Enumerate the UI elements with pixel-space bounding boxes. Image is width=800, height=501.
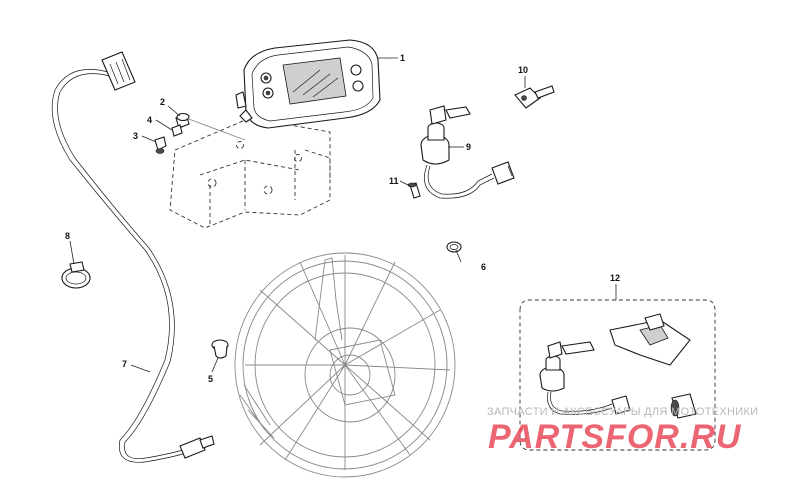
spacer-part-4 xyxy=(171,124,183,137)
callout-12: 12 xyxy=(610,273,620,283)
callout-9: 9 xyxy=(466,142,471,152)
watermark-tagline: ЗАПЧАСТИ И АКСЕССУАРЫ ДЛЯ МОТОТЕХНИКИ xyxy=(487,406,759,418)
cable-clamp-part-8 xyxy=(61,261,91,289)
callout-3: 3 xyxy=(133,131,138,141)
callout-labels: 1 2 3 4 5 6 7 8 9 10 11 12 xyxy=(65,53,620,384)
screw-part-3 xyxy=(154,136,167,154)
callout-5: 5 xyxy=(208,374,213,384)
speed-sensor-cable-part-7 xyxy=(51,51,215,463)
callout-1: 1 xyxy=(400,53,405,63)
key-part-10 xyxy=(514,85,555,109)
grommet-part-5 xyxy=(211,339,229,359)
watermark-logo: PARTSFOR.RU xyxy=(488,418,742,456)
callout-11: 11 xyxy=(389,176,399,186)
ignition-switch-part-9 xyxy=(420,105,515,199)
callout-4: 4 xyxy=(147,115,152,125)
grommet-part-2 xyxy=(175,112,190,129)
frame-bracket-outline xyxy=(169,117,331,229)
callout-10: 10 xyxy=(518,65,528,75)
callout-6: 6 xyxy=(481,262,486,272)
ignition-kit-part-12 xyxy=(519,299,716,451)
callout-8: 8 xyxy=(65,231,70,241)
callout-2: 2 xyxy=(160,97,165,107)
clip-ring-part-6 xyxy=(446,241,462,253)
instrument-panel xyxy=(235,39,381,129)
leader-lines xyxy=(69,57,617,373)
screw-part-11 xyxy=(407,182,421,199)
callout-7: 7 xyxy=(122,359,127,369)
front-wheel-outline xyxy=(234,252,456,478)
